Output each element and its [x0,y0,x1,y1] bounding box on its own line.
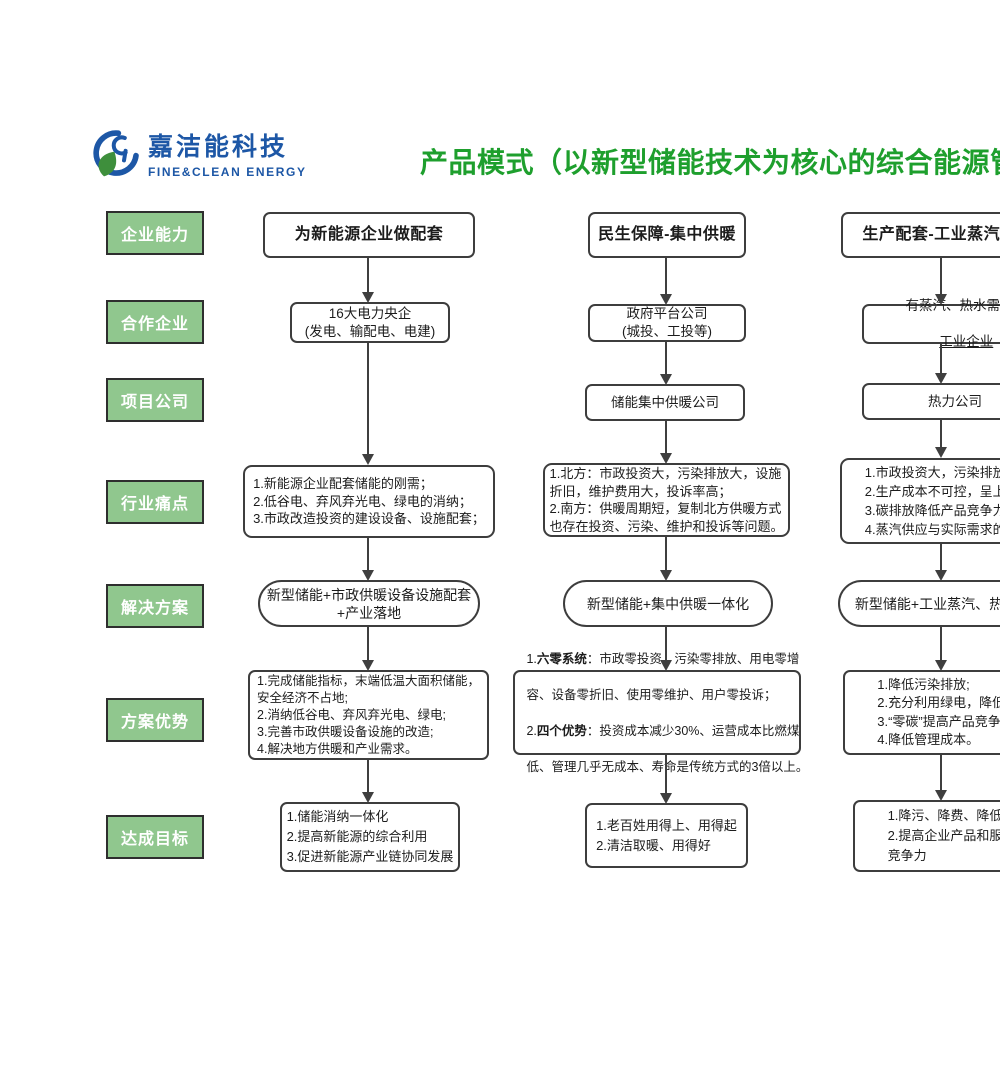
col2-capability-box: 民生保障-集中供暖 [588,212,746,258]
col3-solution-box: 新型储能+工业蒸汽、热水一体化 [838,580,1000,627]
arrow-col2-2 [665,342,667,374]
arrow-col2-6 [665,755,667,793]
col1-pain-box: 1.新能源企业配套储能的刚需； 2.低谷电、弃风弃光电、绿电的消纳； 3.市政改… [243,465,495,538]
arrowhead-col3-4 [935,570,947,581]
arrowhead-col1-4 [362,660,374,671]
col3-goal-box: 1.降污、降费、降低管理成本 2.提高企业产品和服务的综合 竞争力 [853,800,1000,872]
arrow-col1-5 [367,760,369,792]
arrow-col2-3 [665,421,667,453]
col1-goal-box: 1.储能消纳一体化 2.提高新能源的综合利用 3.促进新能源产业链协同发展 [280,802,460,872]
col1-solution-box: 新型储能+市政供暖设备设施配套 +产业落地 [258,580,480,627]
arrowhead-col2-3 [660,453,672,464]
arrow-col3-6 [940,755,942,790]
arrowhead-col3-5 [935,660,947,671]
arrow-col3-1 [940,258,942,294]
company-logo: 嘉洁能科技 FINE&CLEAN ENERGY [92,128,307,180]
leaf-shape [98,151,117,177]
row-label-advantages: 方案优势 [106,698,204,742]
col3-capability-box: 生产配套-工业蒸汽、热水 [841,212,1000,258]
col2-solution-box: 新型储能+集中供暖一体化 [563,580,773,627]
arrow-col3-2 [940,344,942,373]
logo-icon [93,130,139,177]
arrowhead-col2-1 [660,294,672,305]
arrowhead-col2-2 [660,374,672,385]
row-label-goals: 达成目标 [106,815,204,859]
arrow-col1-3 [367,538,369,570]
arrowhead-col1-5 [362,792,374,803]
bold-term-four-advantages: 四个优势 [536,723,587,738]
arrowhead-col3-6 [935,790,947,801]
row-label-pain-points: 行业痛点 [106,480,204,524]
col1-advantage-box: 1.完成储能指标，末端低温大面积储能， 安全经济不占地; 2.消纳低谷电、弃风弃… [248,670,489,760]
brand-name: 嘉洁能科技 [148,133,289,161]
arrowhead-col2-5 [660,660,672,671]
arrow-col2-5 [665,627,667,660]
arrow-col1-2 [367,343,369,454]
row-label-partners: 合作企业 [106,300,204,344]
col3-pain-box: 1.市政投资大，污染排放大； 2.生产成本不可控，呈上升趋势; 3.碳排放降低产… [840,458,1000,544]
col3-partner-box: 有蒸汽、热水需求的 工业企业 [862,298,1000,349]
col2-project-box: 储能集中供暖公司 [585,384,745,421]
row-label-capability: 企业能力 [106,211,204,255]
page-title: 产品模式（以新型储能技术为核心的综合能源管 [420,147,1000,178]
arrow-col3-4 [940,544,942,570]
brand-tagline: FINE&CLEAN ENERGY [148,165,307,179]
arrowhead-col3-1 [935,294,947,305]
row-label-project-company: 项目公司 [106,378,204,422]
arrowhead-col1-1 [362,292,374,303]
col1-partner-box: 16大电力央企 (发电、输配电、电建) [290,302,450,343]
col2-pain-box: 1.北方：市政投资大，污染排放大，设施 折旧，维护费用大，投诉率高； 2.南方：… [543,463,790,537]
arrow-col2-4 [665,537,667,570]
arrow-col3-3 [940,420,942,447]
col1-capability-box: 为新能源企业做配套 [263,212,475,258]
col3-advantage-box: 1.降低污染排放; 2.充分利用绿电，降低生产成本; 3.“零碳”提高产品竞争力… [843,670,1000,755]
arrow-col1-1 [367,258,369,292]
col2-partner-box: 政府平台公司 (城投、工投等) [588,304,746,342]
arrow-col2-1 [665,258,667,294]
bold-term-six-zero: 六零系统 [536,651,587,666]
arrow-col1-4 [367,627,369,660]
arrowhead-col1-2 [362,454,374,465]
underlined-industrial-enterprises: 工业企业 [939,334,994,349]
arrow-col3-5 [940,627,942,660]
col2-goal-box: 1.老百姓用得上、用得起 2.清洁取暖、用得好 [585,803,748,868]
col2-advantage-box: 1.六零系统：市政零投资、污染零排放、用电零增 容、设备零折旧、使用零维护、用户… [513,652,808,774]
arrowhead-col2-4 [660,570,672,581]
col3-project-box: 热力公司 [862,383,1000,420]
arrowhead-col3-2 [935,373,947,384]
arrowhead-col1-3 [362,570,374,581]
row-label-solution: 解决方案 [106,584,204,628]
arrowhead-col3-3 [935,447,947,458]
arrowhead-col2-6 [660,793,672,804]
